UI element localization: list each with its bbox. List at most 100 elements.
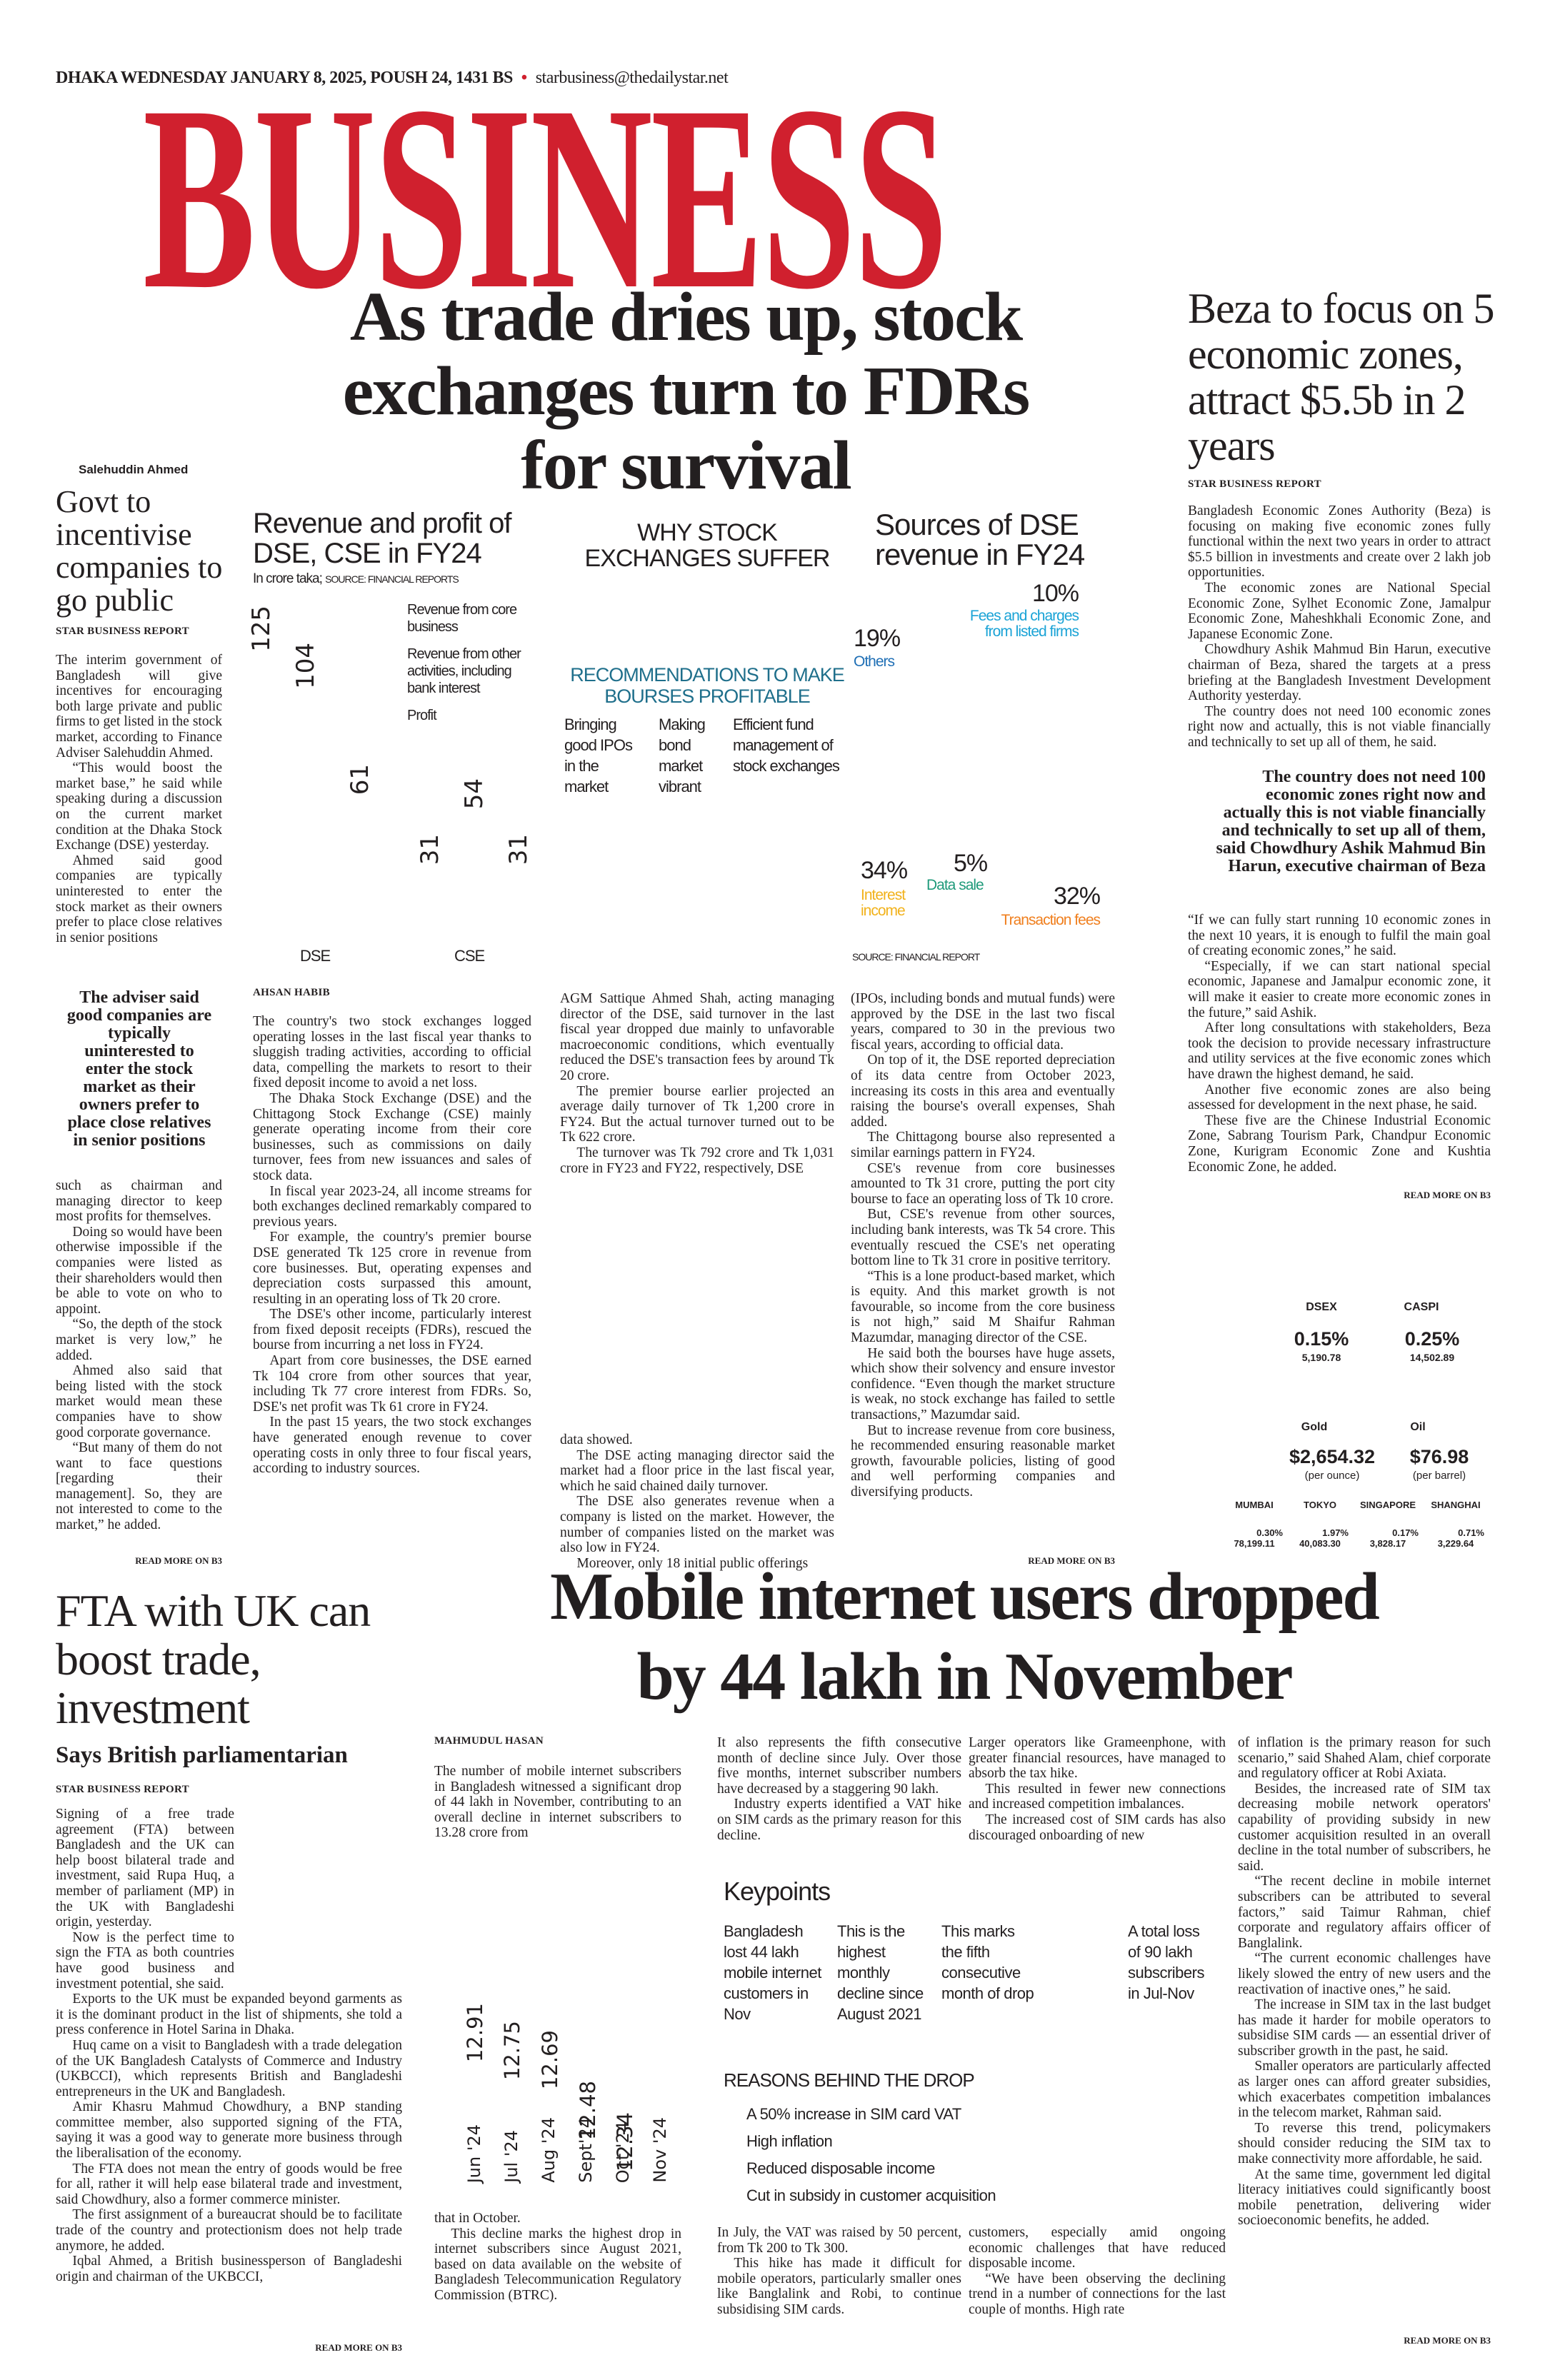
market-label: MUMBAI xyxy=(1235,1500,1274,1510)
keypoint-item: This marks the fifth consecutive month o… xyxy=(941,1922,1034,2002)
rec-title-line: RECOMMENDATIONS TO MAKE xyxy=(570,664,845,686)
gold-unit: (per ounce) xyxy=(1304,1470,1360,1482)
govt-body-2: such as chairman and managing director t… xyxy=(56,1178,222,1533)
bar-value-label: 54 xyxy=(460,778,489,810)
mobile-headline: Mobile internet users dropped by 44 lakh… xyxy=(429,1557,1500,1717)
why-title: WHY STOCK EXCHANGES SUFFER xyxy=(564,520,850,571)
keypoints-title: Keypoints xyxy=(724,1877,831,1906)
read-more-link[interactable]: READ MORE ON B3 xyxy=(315,2342,402,2353)
mobile-col2-top: It also represents the fifth consecutive… xyxy=(717,1735,961,1843)
beza-pull-quote: The country does not need 100 economic z… xyxy=(1216,768,1486,875)
month-label: Jun '24 xyxy=(464,2124,484,2183)
bar-value-label: 61 xyxy=(346,764,374,795)
paragraph: In the past 15 years, the two stock exch… xyxy=(253,1415,531,1477)
paragraph: of inflation is the primary reason for s… xyxy=(1238,1735,1491,1782)
contact-email[interactable]: starbusiness@thedailystar.net xyxy=(535,69,729,87)
pie-source: SOURCE: FINANCIAL REPORT xyxy=(852,951,980,963)
slice-value: 19% xyxy=(854,625,901,652)
market-change: 0.30% xyxy=(1256,1527,1283,1538)
recommendation-item: Bringing good IPOs in the market xyxy=(564,715,633,795)
legend-item: Revenue from core business xyxy=(407,602,517,635)
paragraph: CSE's revenue from core businesses amoun… xyxy=(851,1160,1115,1207)
month-label: Nov '24 xyxy=(650,2117,670,2183)
slice-label: Transaction fees xyxy=(1001,912,1101,928)
mobile-byline: MAHMUDUL HASAN xyxy=(434,1735,544,1747)
why-title-line: EXCHANGES SUFFER xyxy=(584,545,831,572)
caspi-label: CASPI xyxy=(1404,1301,1439,1313)
paragraph: In July, the VAT was raised by 50 percen… xyxy=(717,2225,961,2256)
beza-body-2: “If we can fully start running 10 econom… xyxy=(1188,913,1491,1175)
paragraph: data showed. xyxy=(560,1432,633,1447)
why-title-line: WHY STOCK xyxy=(637,519,778,546)
paragraph: Another five economic zones are also bei… xyxy=(1188,1082,1491,1113)
headline-line: Mobile internet users dropped xyxy=(550,1560,1380,1634)
paragraph: The first assignment of a bureaucrat sho… xyxy=(56,2207,402,2254)
slice-label: Interest income xyxy=(861,887,906,919)
paragraph: At the same time, government led digital… xyxy=(1238,2166,1491,2229)
govt-pull-quote: The adviser said good companies are typi… xyxy=(66,988,212,1150)
dsex-change: 0.15% xyxy=(1294,1328,1349,1350)
paragraph: “Especially, if we can start national sp… xyxy=(1188,958,1491,1020)
mobile-col3-bottom: customers, especially amid ongoing econo… xyxy=(969,2225,1226,2318)
chart-subtitle: In crore taka; SOURCE: FINANCIAL REPORTS xyxy=(253,571,459,587)
month-label: Oct '24 xyxy=(613,2121,633,2183)
paragraph: The number of mobile internet subscriber… xyxy=(434,1764,681,1841)
dsex-label: DSEX xyxy=(1306,1301,1337,1313)
paragraph: For example, the country's premier bours… xyxy=(253,1230,531,1307)
paragraph: Moreover, only 18 initial public offerin… xyxy=(576,1555,809,1571)
paragraph: Signing of a free trade agreement (FTA) … xyxy=(56,1807,234,1930)
paragraph: This hike has made it difficult for mobi… xyxy=(717,2256,961,2317)
govt-body-1: The interim government of Bangladesh wil… xyxy=(56,653,222,945)
keypoint-item: A total loss of 90 lakh subscribers in J… xyxy=(1128,1922,1204,2002)
fta-body: Signing of a free trade agreement (FTA) … xyxy=(56,1807,402,2284)
paragraph: The country does not need 100 economic z… xyxy=(1188,703,1491,750)
paragraph: He said both the bourses have huge asset… xyxy=(851,1345,1115,1423)
pie-title: Sources of DSE revenue in FY24 xyxy=(875,508,1085,571)
chart-title: Revenue and profit of DSE, CSE in FY24 xyxy=(253,508,511,569)
reason-item: High inflation xyxy=(746,2132,833,2150)
chart-source: SOURCE: FINANCIAL REPORTS xyxy=(325,573,459,585)
beza-headline: Beza to focus on 5 economic zones, attra… xyxy=(1188,285,1495,469)
category-label: CSE xyxy=(454,947,485,965)
slice-label: Data sale xyxy=(926,877,984,893)
paragraph: “This would boost the market base,” he s… xyxy=(56,760,222,853)
market-value: 3,828.17 xyxy=(1369,1538,1406,1549)
slice-value: 10% xyxy=(1031,580,1079,607)
mobile-col4: of inflation is the primary reason for s… xyxy=(1238,1735,1491,2229)
read-more-link[interactable]: READ MORE ON B3 xyxy=(135,1555,222,1566)
lead-headline: As trade dries up, stock exchanges turn … xyxy=(271,280,1100,503)
lead-byline: AHSAN HABIB xyxy=(253,987,330,998)
paragraph: Now is the perfect time to sign the FTA … xyxy=(56,1929,234,1992)
paragraph: It also represents the fifth consecutive… xyxy=(717,1735,961,1797)
fta-subhead: Says British parliamentarian xyxy=(56,1742,348,1768)
mobile-col1-top: The number of mobile internet subscriber… xyxy=(434,1764,681,1841)
market-label: SINGAPORE xyxy=(1359,1500,1416,1510)
gold-price: $2,654.32 xyxy=(1289,1446,1376,1467)
paragraph: The premier bourse earlier projected an … xyxy=(560,1083,834,1145)
masthead: BUSINESS xyxy=(143,51,948,344)
paragraph: Smaller operators are particularly affec… xyxy=(1238,2059,1491,2121)
legend-item: Revenue from other activities, including… xyxy=(407,646,521,696)
month-label: Jul '24 xyxy=(501,2130,521,2183)
read-more-link[interactable]: READ MORE ON B3 xyxy=(1404,1190,1491,1200)
read-more-link[interactable]: READ MORE ON B3 xyxy=(1028,1555,1115,1566)
paragraph: (IPOs, including bonds and mutual funds)… xyxy=(851,991,1115,1053)
dsex-value: 5,190.78 xyxy=(1301,1352,1341,1363)
slice-label: Fees and charges from listed firms xyxy=(969,608,1079,640)
reason-item: Reduced disposable income xyxy=(746,2159,935,2177)
paragraph: The Dhaka Stock Exchange (DSE) and the C… xyxy=(253,1090,531,1183)
mobile-col3-top: Larger operators like Grameenphone, with… xyxy=(969,1735,1226,1843)
paragraph: Ahmed also said that being listed with t… xyxy=(56,1363,222,1440)
caspi-value: 14,502.89 xyxy=(1409,1352,1455,1363)
recommendation-item: Efficient fund management of stock excha… xyxy=(733,715,840,775)
slice-label: Others xyxy=(854,653,895,670)
chart-legend: Revenue from core business Revenue from … xyxy=(407,601,529,724)
lead-col2-top: AGM Sattique Ahmed Shah, acting managing… xyxy=(560,991,834,1176)
reasons-list: A 50% increase in SIM card VAT High infl… xyxy=(746,2101,996,2209)
gold-label: Gold xyxy=(1301,1421,1328,1433)
paragraph: Doing so would have been otherwise impos… xyxy=(56,1224,222,1317)
read-more-link[interactable]: READ MORE ON B3 xyxy=(1404,2335,1491,2346)
oil-unit: (per barrel) xyxy=(1412,1470,1466,1482)
